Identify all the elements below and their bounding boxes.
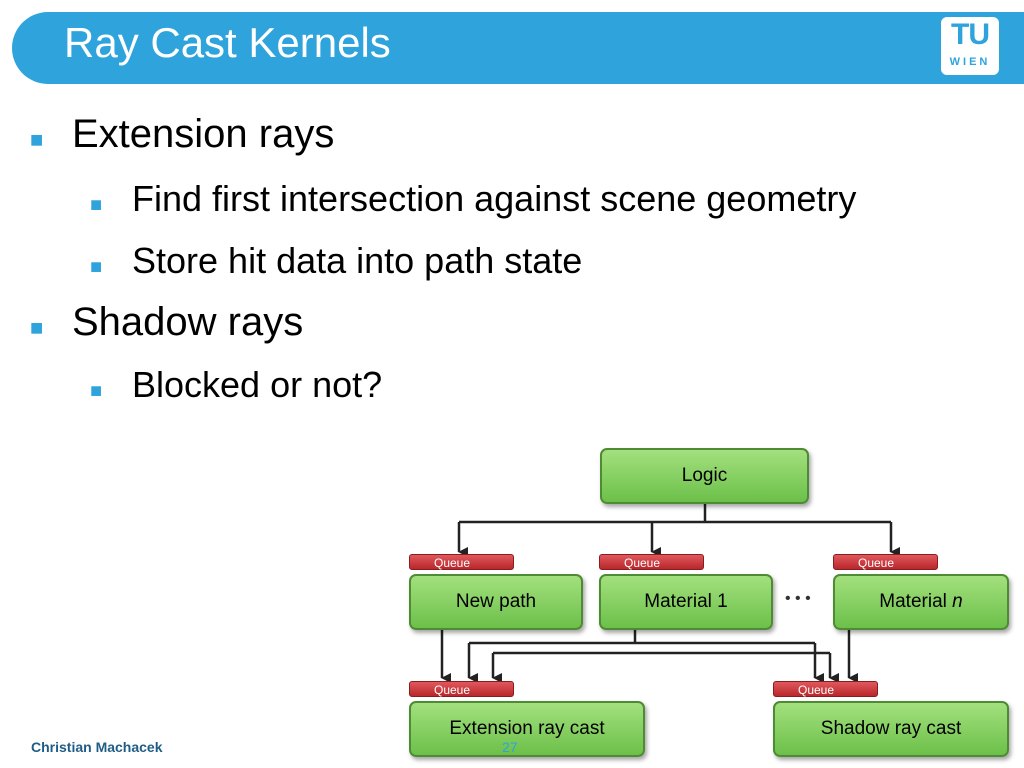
sub-bullet-find-intersection: ■ Find first intersection against scene … <box>90 178 856 220</box>
shadow-ray-cast-box: Shadow ray cast <box>773 701 1009 757</box>
material-n-box: Material n <box>833 574 1009 630</box>
sub-bullet-blocked-or-not: ■ Blocked or not? <box>90 364 382 406</box>
queue-label-new-path: Queue <box>409 554 514 570</box>
bullet-square-icon: ■ <box>90 256 103 278</box>
logo-text-top: TU <box>951 18 990 51</box>
footer-author: Christian Machacek <box>31 739 163 755</box>
queue-label-extension: Queue <box>409 681 514 697</box>
bullet-square-icon: ■ <box>90 194 103 216</box>
bullet-text: Find first intersection against scene ge… <box>132 178 857 219</box>
bullet-square-icon: ■ <box>30 315 44 340</box>
kernel-diagram: Logic Queue Queue Queue New path Materia… <box>400 440 1024 768</box>
logo-text-bottom: WIEN <box>949 56 991 68</box>
sub-bullet-store-hit-data: ■ Store hit data into path state <box>90 240 582 282</box>
ellipsis: • • • <box>785 590 811 607</box>
queue-label-shadow: Queue <box>773 681 878 697</box>
title-bar <box>12 12 1024 84</box>
extension-ray-cast-box: Extension ray cast <box>409 701 645 757</box>
material-1-box: Material 1 <box>599 574 773 630</box>
bullet-shadow-rays: ■ Shadow rays <box>30 300 303 345</box>
logic-box: Logic <box>600 448 809 504</box>
queue-label-material-n: Queue <box>833 554 938 570</box>
material-n-label: Material <box>879 591 947 612</box>
bullet-text: Shadow rays <box>72 300 304 344</box>
slide-title: Ray Cast Kernels <box>64 19 391 66</box>
bullet-extension-rays: ■ Extension rays <box>30 112 334 157</box>
diagram-connectors <box>440 502 900 683</box>
bullet-text: Store hit data into path state <box>132 240 583 281</box>
queue-label-material-1: Queue <box>599 554 704 570</box>
new-path-box: New path <box>409 574 583 630</box>
page-number: 27 <box>502 739 518 755</box>
bullet-text: Extension rays <box>72 112 335 156</box>
bullet-square-icon: ■ <box>30 127 44 152</box>
bullet-text: Blocked or not? <box>132 364 383 405</box>
bullet-square-icon: ■ <box>90 380 103 402</box>
material-n-var: n <box>952 591 963 612</box>
tu-wien-logo: TU WIEN <box>941 17 999 75</box>
